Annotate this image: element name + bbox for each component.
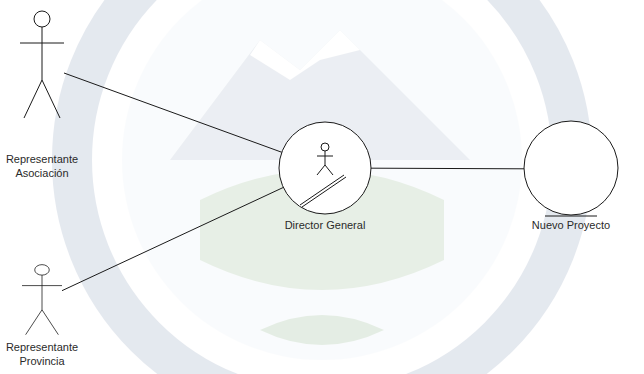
association-line: [371, 168, 524, 170]
actor-node: Representante Provincia: [0, 264, 97, 368]
actor-symbol: [22, 264, 62, 336]
seal-art: [72, 0, 572, 374]
business-entity: Nuevo Proyecto: [501, 120, 641, 232]
association-line: [64, 73, 282, 152]
actor-node: Representante Asociación: [0, 10, 97, 180]
node-label: Representante Asociación: [0, 152, 84, 180]
worker-symbol: [278, 121, 372, 215]
node-label: Representante Provincia: [0, 340, 84, 368]
actor-symbol: [20, 10, 64, 120]
association-line: [62, 187, 283, 290]
node-label: Director General: [260, 218, 390, 232]
entity-symbol: [523, 120, 619, 218]
business-worker: Director General: [255, 121, 395, 232]
node-label: Nuevo Proyecto: [506, 218, 636, 232]
